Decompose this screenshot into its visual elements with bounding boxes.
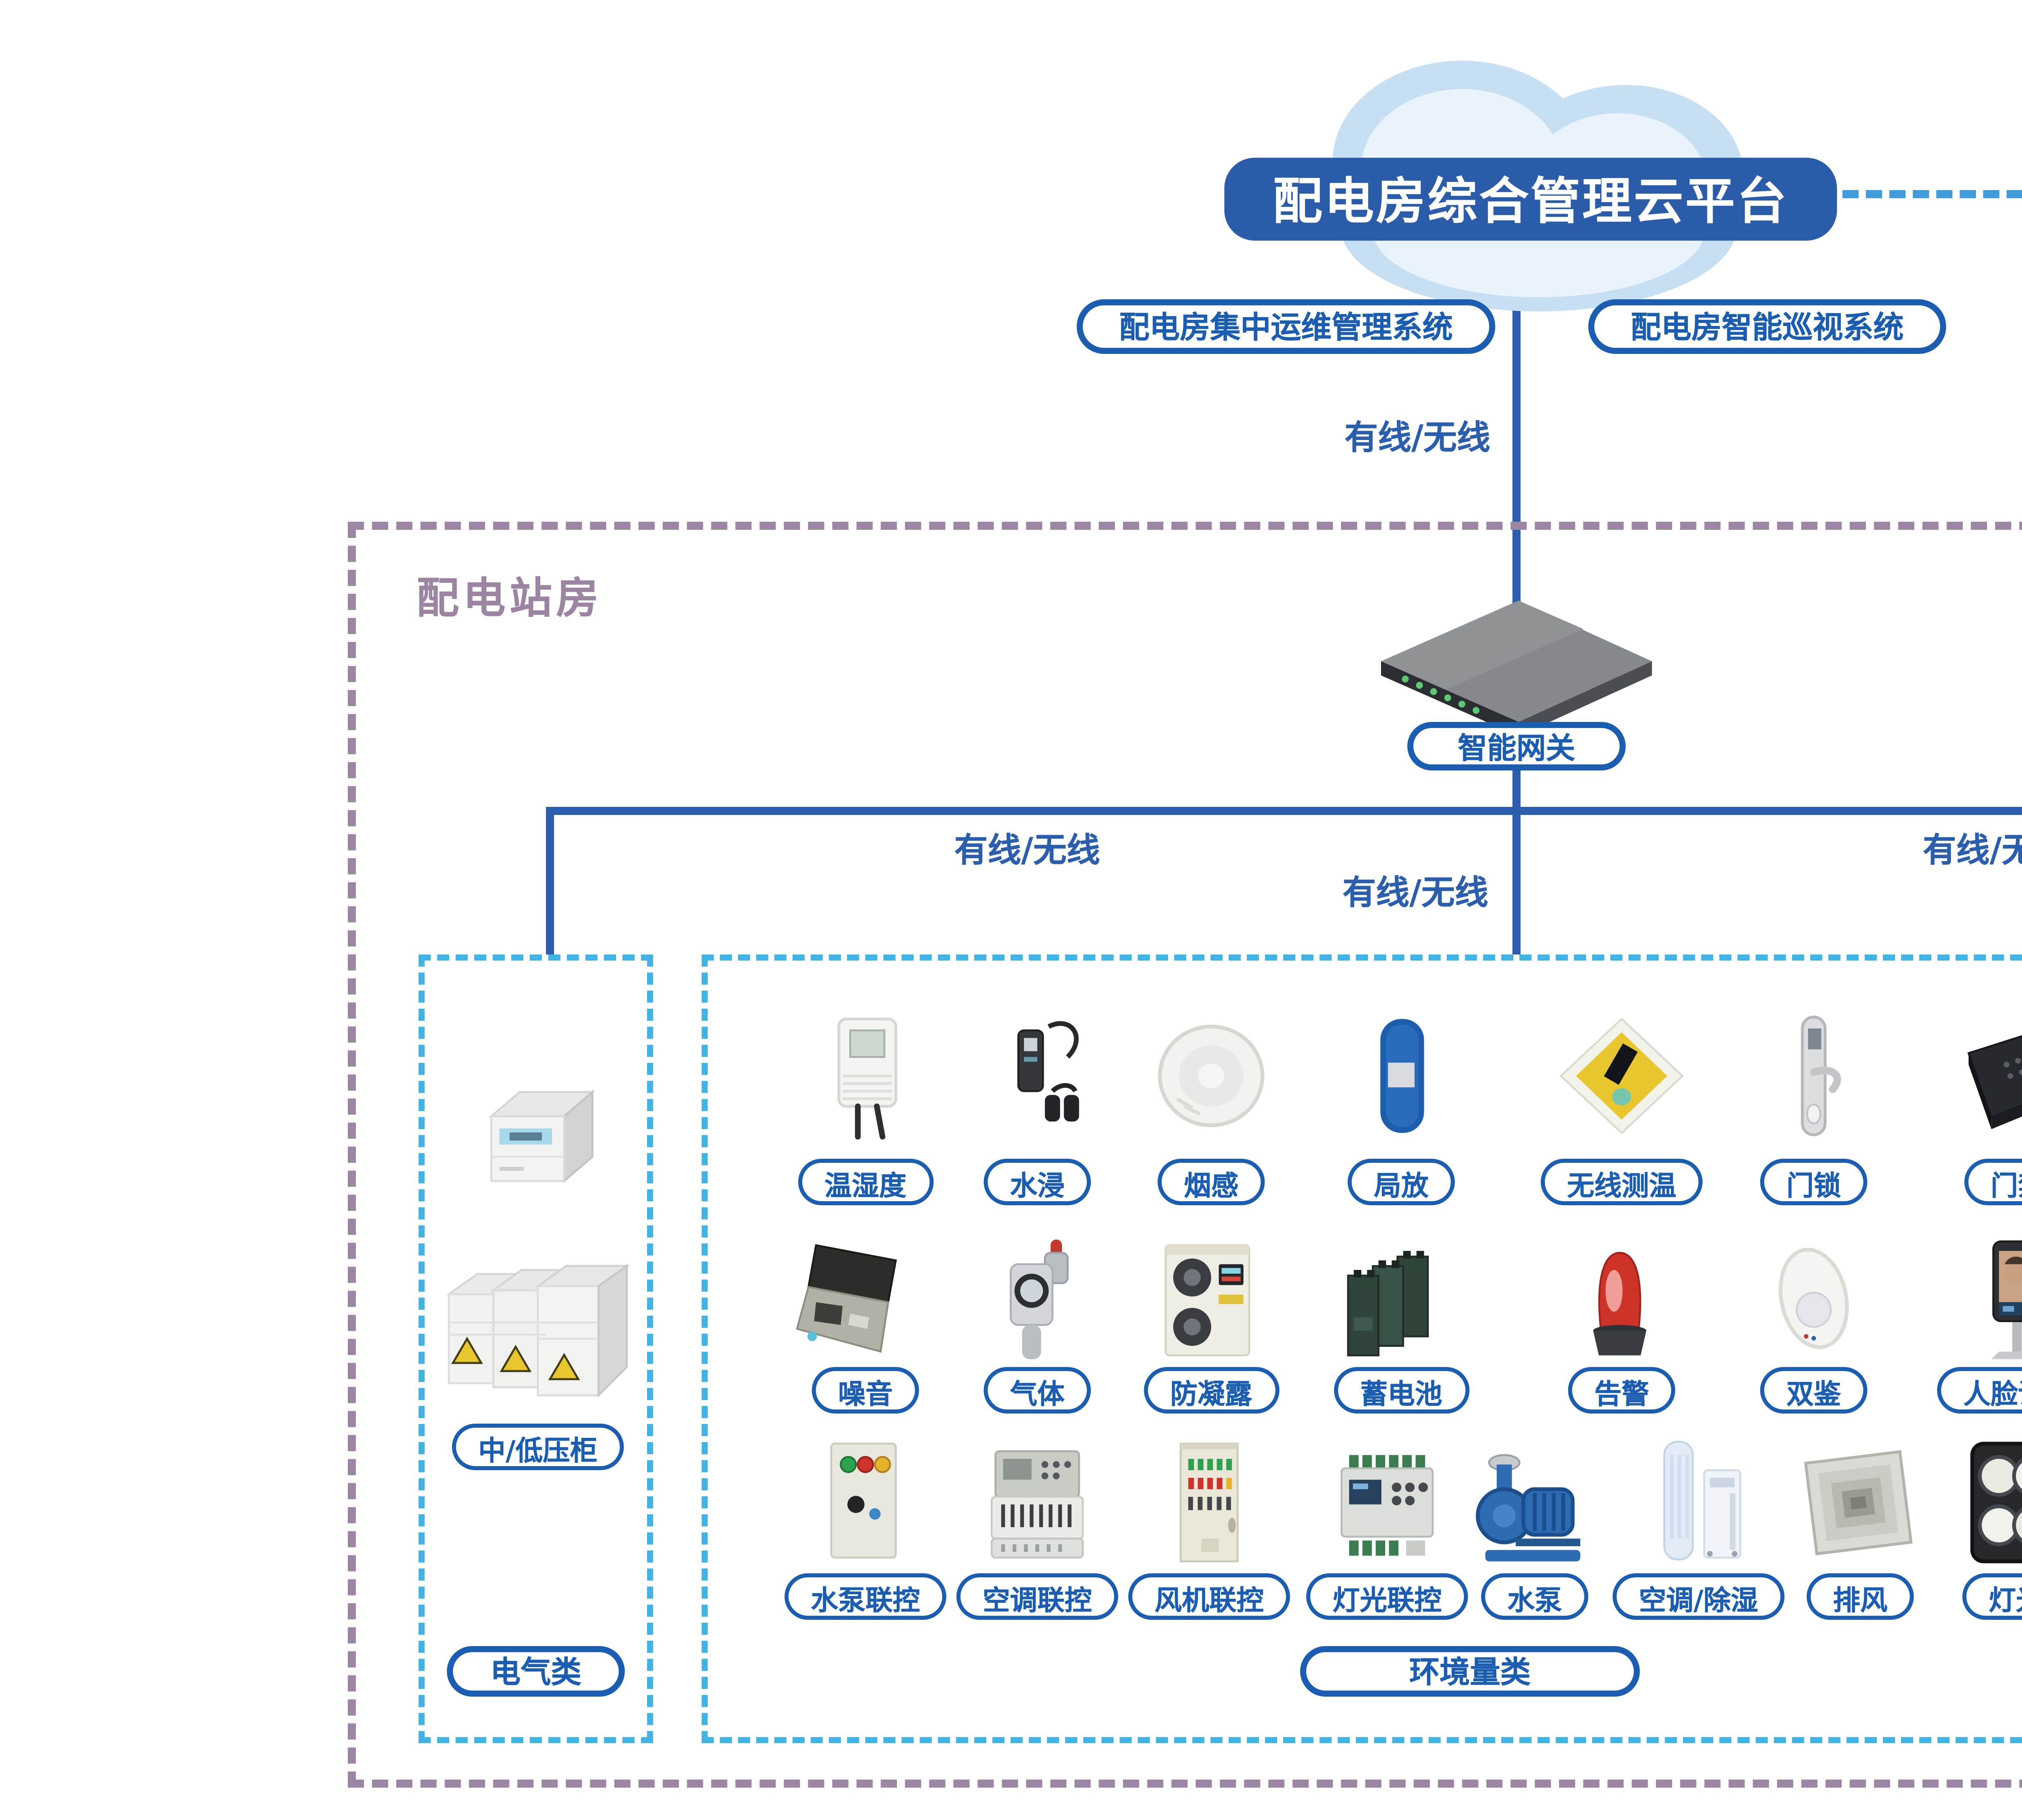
device-label-pill: 水泵联控: [785, 1573, 946, 1620]
device-label-pill: 空调/除湿: [1612, 1573, 1785, 1620]
wired-wireless-right: 有线/无线: [1923, 831, 2022, 870]
device-label-pill: 门禁: [1964, 1159, 2022, 1205]
category-electrical: 电气类: [447, 1646, 625, 1697]
connector-cloud-to-app: [1796, 190, 2022, 198]
fan-control-icon: [1128, 1440, 1290, 1565]
device-label-pill: 灯光联控: [1306, 1573, 1468, 1620]
category-environment: 环境量类: [1300, 1646, 1640, 1697]
device-label-pill: 中/低压柜: [452, 1424, 624, 1470]
smart-gateway-label: 智能网关: [1407, 722, 1626, 770]
cloud-platform-title: 配电房综合管理云平台: [1224, 158, 1837, 241]
device-label-pill: 水泵: [1481, 1573, 1588, 1620]
wired-wireless-top: 有线/无线: [1344, 419, 1490, 457]
device-label-pill: 局放: [1347, 1159, 1455, 1205]
system-pill-inspection: 配电房智能巡视系统: [1588, 299, 1946, 354]
station-room-label: 配电站房: [417, 574, 603, 623]
device-label-pill: 气体: [984, 1367, 1091, 1414]
wireless-temp-icon: [1541, 1015, 1703, 1141]
connector-branch-left: [546, 807, 554, 954]
device-label-pill: 双鉴: [1760, 1367, 1868, 1414]
device-label-pill: 门锁: [1760, 1159, 1868, 1205]
device-label-pill: 灯光: [1962, 1573, 2022, 1620]
pump-control-icon: [785, 1440, 946, 1565]
alarm-beacon-icon: [1541, 1238, 1703, 1363]
device-label-pill: 空调联控: [956, 1573, 1118, 1620]
battery-icon: [1320, 1238, 1482, 1363]
ac-dehumidifier-icon: [1618, 1440, 1779, 1565]
power-cabinet-single-icon: [451, 1076, 625, 1213]
temp-humidity-icon: [785, 1015, 946, 1141]
station-room-box: [348, 522, 2022, 1788]
environment-section-box: [702, 954, 2022, 1743]
device-label-pill: 烟感: [1157, 1159, 1265, 1205]
door-lock-icon: [1733, 1015, 1895, 1141]
anti-condensation-icon: [1130, 1238, 1292, 1363]
dual-detector-icon: [1733, 1238, 1895, 1363]
connector-branch-horizontal: [546, 807, 2022, 815]
ac-control-icon: [956, 1440, 1118, 1565]
gas-detector-icon: [956, 1238, 1118, 1363]
device-label-pill: 防凝露: [1144, 1367, 1279, 1414]
device-label-pill: 人脸识别: [1937, 1367, 2022, 1414]
smart-gateway-icon: [1365, 588, 1668, 738]
exhaust-vent-icon: [1779, 1440, 1941, 1565]
device-label-pill: 告警: [1568, 1367, 1675, 1414]
partial-discharge-icon: [1320, 1015, 1482, 1141]
device-label-pill: 排风: [1806, 1573, 1914, 1620]
wired-wireless-middle: 有线/无线: [1342, 874, 1489, 912]
water-leak-icon: [956, 1015, 1118, 1141]
electrical-section-box: [419, 954, 653, 1743]
device-label-pill: 噪音: [812, 1367, 919, 1414]
device-label-pill: 水浸: [984, 1159, 1091, 1205]
device-label-pill: 无线测温: [1541, 1159, 1703, 1205]
light-panel-icon: [1935, 1440, 2022, 1565]
noise-meter-icon: [785, 1238, 946, 1363]
system-pill-ops: 配电房集中运维管理系统: [1077, 299, 1495, 354]
device-label-pill: 温湿度: [798, 1159, 933, 1205]
wired-wireless-left: 有线/无线: [954, 831, 1100, 870]
light-control-icon: [1306, 1440, 1468, 1565]
smoke-detector-icon: [1130, 1015, 1292, 1141]
water-pump-icon: [1454, 1440, 1616, 1565]
power-cabinet-row-icon: [433, 1234, 643, 1420]
device-label-pill: 风机联控: [1128, 1573, 1290, 1620]
face-recognition-icon: [1937, 1238, 2022, 1363]
device-label-pill: 蓄电池: [1334, 1367, 1469, 1414]
access-control-icon: [1937, 1015, 2022, 1141]
